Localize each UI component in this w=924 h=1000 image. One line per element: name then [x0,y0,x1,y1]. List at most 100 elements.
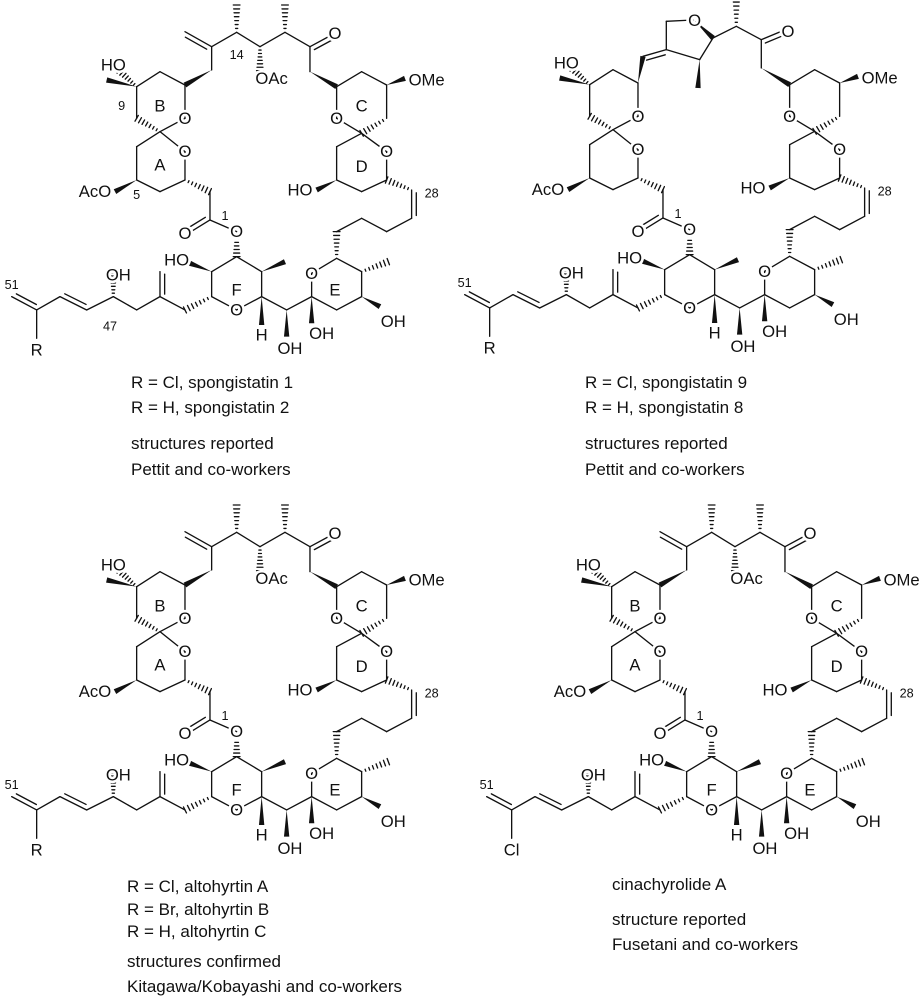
double-bond-second-line [640,214,660,227]
single-bond [710,795,738,811]
single-bond [209,719,238,733]
hashed-bond [202,298,206,303]
double-bond-second-line [517,291,540,304]
single-bond [210,755,238,773]
single-bond [810,617,838,634]
single-bond [235,795,263,811]
hashed-bond [585,80,589,84]
single-bond [688,253,716,271]
hashed-bond [371,264,375,270]
single-bond [712,25,737,39]
single-bond [335,179,363,193]
single-bond [159,117,186,133]
hashed-bond [834,629,840,637]
hashed-bond [643,179,647,184]
single-bond [763,255,791,272]
atom-label-aco: AcO [79,682,111,701]
hashed-bond [190,803,195,810]
hashed-bond [604,123,608,128]
single-bond [159,617,186,633]
atom-label-ringC: C [356,596,368,615]
hashed-bond [132,582,136,586]
atom-label-ome: OMe [884,570,920,589]
hashed-bond [395,681,399,687]
atom-label-oF: O [230,800,243,819]
double-bond [309,534,333,548]
hashed-bond [651,298,655,303]
hashed-bond [388,178,392,185]
hashed-bond [845,624,850,630]
atom-label-oh47: OH [106,765,131,784]
atom-label-ketoneO: O [328,524,341,543]
hashed-bond [151,625,155,630]
wedge-bond [113,179,137,194]
atom-label-oE: O [780,764,793,783]
hashed-bond [574,70,580,76]
double-bond [187,719,211,734]
single-bond [860,717,888,733]
hashed-bond [881,686,885,691]
hashed-bond [190,681,194,686]
single-bond [135,570,161,588]
hashed-bond [832,259,836,266]
single-bond [588,293,614,309]
hashed-bond [370,124,375,130]
hashed-bond [382,259,387,267]
atom-label-ho9: HO [554,53,579,72]
hashed-bond [388,678,392,685]
single-bond [360,717,388,733]
wedge-bond [106,77,137,87]
single-bond [813,215,841,231]
double-bond [187,219,211,234]
double-bond [184,30,213,48]
single-bond [684,719,713,733]
wedge-bond [283,309,290,337]
double-bond-second-line [539,793,562,806]
wedge-bond [836,796,857,809]
single-bond [488,293,514,309]
double-bond [463,293,491,309]
atom-label-ketoneO: O [803,524,816,543]
atom-label-r: R [484,338,496,357]
atom-label-oac: OAc [255,569,287,588]
single-bond [588,128,614,146]
caption-line: Kitagawa/Kobayashi and co-workers [127,977,402,996]
single-bond [612,293,639,309]
single-bond [560,795,589,811]
single-bond [810,795,838,811]
hashed-bond [602,577,607,582]
atom-label-r: R [31,840,43,859]
wedge-bond [839,73,859,83]
single-bond [360,179,388,193]
hashed-bond [155,628,158,632]
atom-label-oC: O [330,109,343,128]
single-bond [813,177,841,191]
wedge-bond [783,796,790,824]
single-bond [335,257,363,273]
atom-label-oF: O [705,800,718,819]
atom-label-ohBr: OH [277,839,302,858]
atom-label-oac: OAc [730,569,762,588]
hashed-bond [386,257,391,266]
hashed-bond [186,304,191,312]
hashed-bond [647,180,651,186]
atom-label-ohE2: OH [381,812,406,831]
wedge-bond [261,259,287,272]
hashed-bond [852,181,856,187]
wedge-bond [183,69,212,88]
caption-line: Fusetani and co-workers [612,935,799,954]
single-bond [259,31,286,48]
atom-label-ringD: D [356,657,368,676]
hashed-bond [378,620,381,625]
double-bond [534,795,563,811]
single-bond [335,217,363,233]
single-bond [735,25,762,41]
hashed-bond [679,686,684,694]
single-bond [538,293,567,309]
hashed-bond [676,685,680,692]
atom-label-hoF: HO [617,248,642,267]
single-bond [710,531,736,548]
single-bond [159,679,186,693]
